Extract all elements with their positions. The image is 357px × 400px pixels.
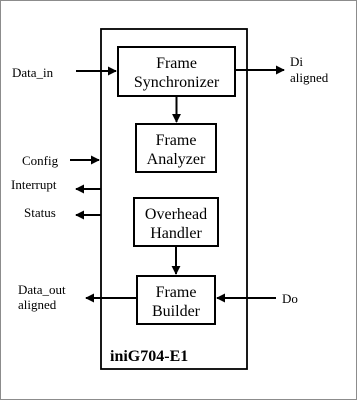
frame-synchronizer-line2: Synchronizer (134, 74, 220, 91)
data-out-aligned-line1: Data_out (18, 282, 66, 297)
overhead-handler-block (133, 197, 219, 247)
di-aligned-line2: aligned (290, 70, 329, 85)
data-out-aligned-line2: aligned (18, 297, 57, 312)
frame-analyzer-block (135, 123, 217, 173)
overhead-handler-line2: Handler (150, 225, 202, 242)
frame-builder-block (136, 275, 216, 325)
chip-outline (100, 28, 248, 370)
frame-analyzer-line1: Frame (156, 132, 197, 149)
data-in-label: Data_in (12, 65, 54, 80)
status-label: Status (24, 205, 56, 220)
frame-analyzer-line2: Analyzer (147, 151, 206, 168)
frame-synchronizer-line1: Frame (156, 55, 197, 72)
config-label: Config (22, 153, 59, 168)
frame-builder-line1: Frame (156, 284, 197, 301)
frame-builder-line2: Builder (152, 303, 201, 320)
do-label: Do (282, 291, 298, 306)
chip-name: iniG704-E1 (110, 348, 188, 365)
overhead-handler-line1: Overhead (145, 206, 207, 223)
interrupt-label: Interrupt (11, 177, 57, 192)
di-aligned-line1: Di (290, 54, 303, 69)
